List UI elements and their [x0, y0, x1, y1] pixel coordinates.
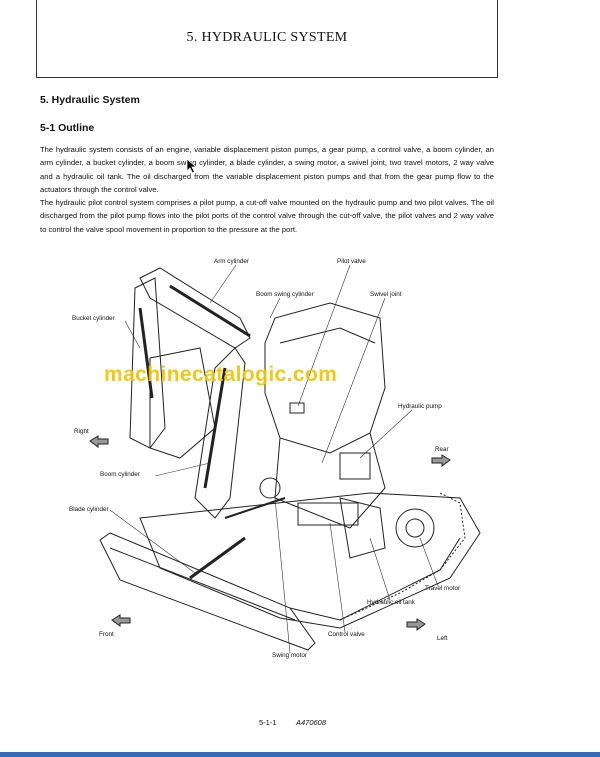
outline-paragraph-2: The hydraulic pilot control system compr…: [40, 198, 494, 234]
label-blade-cylinder: Blade cylinder: [69, 506, 109, 513]
swing-motor-shape: [259, 477, 281, 499]
right-arrow-icon: [89, 435, 109, 448]
label-left: Left: [437, 635, 448, 642]
chapter-header-box: 5. HYDRAULIC SYSTEM: [36, 0, 498, 78]
bucket-cylinder-shape: [138, 307, 154, 399]
pilot-valve-shape: [289, 402, 305, 414]
page-number: 5-1-1: [259, 718, 277, 727]
label-hydraulic-oil-tank: Hydraulic oil tank: [367, 599, 416, 606]
leader-blade-cylinder: [109, 509, 196, 574]
subsection-heading: 5-1 Outline: [40, 122, 95, 134]
label-travel-motor: Travel motor: [425, 585, 460, 592]
hydraulic-pump-shape: [339, 452, 371, 480]
leader-swing-motor: [274, 497, 291, 654]
label-bucket-cylinder: Bucket cylinder: [72, 315, 115, 322]
label-boom-cylinder: Boom cylinder: [100, 471, 140, 478]
label-control-valve: Control valve: [328, 631, 365, 638]
excavator-drawing: Arm cylinder Pilot valve Bucket cylinder…: [69, 258, 481, 659]
travel-motor-hub: [405, 518, 425, 538]
mouse-cursor-icon: [186, 158, 198, 174]
label-arm-cylinder: Arm cylinder: [214, 258, 249, 265]
leader-travel-motor: [419, 537, 439, 587]
leader-swivel-joint: [321, 297, 386, 464]
label-swing-motor: Swing motor: [272, 652, 307, 659]
cab-roof-line: [279, 327, 376, 344]
leader-pilot-valve: [297, 264, 351, 407]
arm-cylinder-shape: [169, 284, 251, 338]
label-boom-swing-cylinder: Boom swing cylinder: [256, 291, 314, 298]
watermark: machinecatalogic.com: [104, 363, 338, 386]
label-rear: Rear: [435, 446, 449, 453]
leader-boom-swing-cylinder: [269, 297, 281, 319]
cab-shape: [264, 302, 386, 454]
front-arrow-icon: [111, 614, 131, 627]
control-valve-shape: [297, 502, 359, 526]
boom-swing-cylinder-shape: [224, 497, 286, 519]
leader-hydraulic-oil-tank: [369, 537, 391, 601]
upper-frame: [274, 432, 386, 529]
leader-arm-cylinder: [209, 264, 237, 304]
section-heading: 5. Hydraulic System: [40, 94, 140, 106]
bucket-shape: [149, 347, 216, 459]
crawler-lower: [289, 537, 461, 621]
leader-boom-cylinder: [154, 462, 211, 477]
label-right: Right: [74, 428, 89, 435]
leader-hydraulic-pump: [359, 409, 413, 459]
hydraulic-oil-tank-shape: [339, 497, 386, 559]
blade-shape: [99, 532, 316, 651]
label-hydraulic-pump: Hydraulic pump: [398, 403, 442, 410]
label-pilot-valve: Pilot valve: [337, 258, 366, 265]
bottom-bar: [0, 752, 600, 757]
label-swivel-joint: Swivel joint: [370, 291, 402, 298]
leader-control-valve: [329, 522, 346, 633]
crawler-frame: [139, 492, 481, 629]
outline-paragraph-1: The hydraulic system consists of an engi…: [40, 145, 494, 195]
chapter-title: 5. HYDRAULIC SYSTEM: [186, 30, 348, 45]
blade-cylinder-shape: [189, 536, 246, 580]
document-code: A470608: [296, 718, 327, 727]
excavator-hydraulic-diagram: Arm cylinder Pilot valve Bucket cylinder…: [40, 248, 500, 678]
track-right: [339, 492, 466, 621]
left-arrow-icon: [406, 618, 426, 631]
leader-bucket-cylinder: [124, 320, 141, 349]
blade-edge: [109, 547, 296, 621]
bucket-link: [129, 277, 166, 449]
boom-cylinder-shape: [203, 367, 227, 489]
travel-motor-shape: [395, 508, 435, 548]
boom-shape: [194, 347, 246, 519]
arm-shape: [139, 267, 251, 349]
label-front: Front: [99, 631, 114, 638]
rear-arrow-icon: [431, 454, 451, 467]
